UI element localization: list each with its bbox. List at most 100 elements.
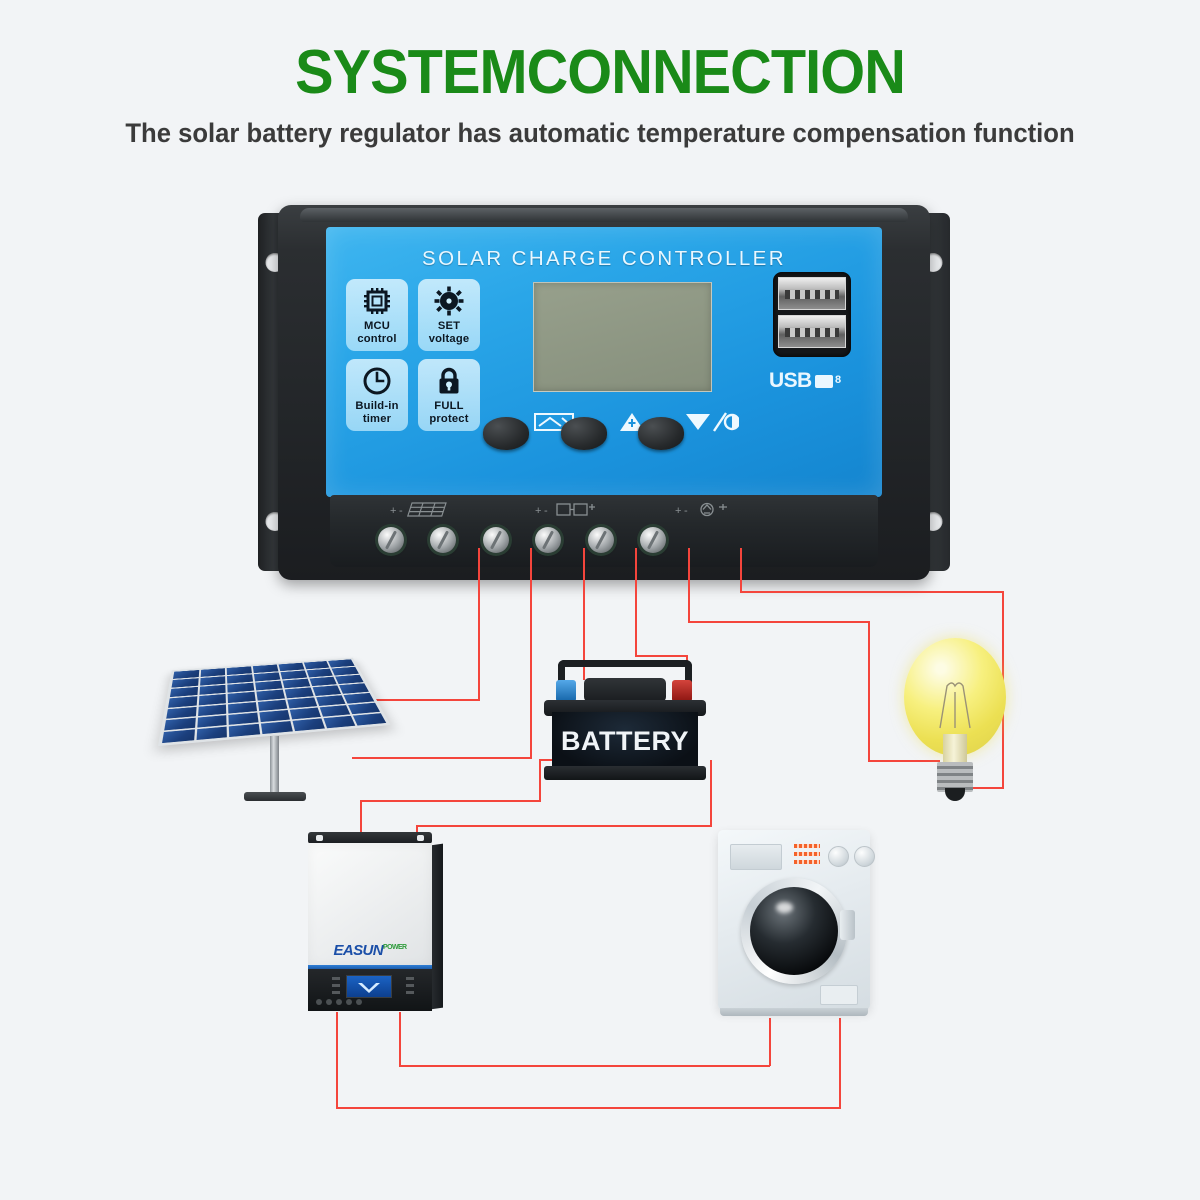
solar-panel-base xyxy=(244,792,306,801)
light-bulb xyxy=(900,638,1010,803)
battery-case: BATTERY xyxy=(552,712,698,770)
terminal-screw-battery-positive[interactable] xyxy=(483,527,509,553)
wire-inverter-to-washer-1 xyxy=(399,1065,770,1067)
wire-inverter-to-washer-1 xyxy=(769,1018,771,1066)
washer-indicator-leds xyxy=(794,844,820,868)
wire-inverter-to-washer-2 xyxy=(336,1012,338,1108)
washing-machine xyxy=(718,830,875,1020)
washer-door-handle[interactable] xyxy=(840,910,855,940)
usb-port-lower[interactable] xyxy=(778,315,846,348)
terminal-screw-solar-positive[interactable] xyxy=(378,527,404,553)
usb-symbol-icon xyxy=(814,374,841,388)
wire-inverter-to-washer-2 xyxy=(839,1018,841,1108)
wire-solar-positive xyxy=(478,548,480,700)
washer-temperature-dial[interactable] xyxy=(854,846,875,867)
wire-battery-2 xyxy=(635,655,687,657)
bulb-screw-base xyxy=(937,762,973,792)
wire-battery-2 xyxy=(635,548,637,656)
controller-top-bevel xyxy=(300,208,908,222)
solar-panel-array xyxy=(157,657,391,747)
terminal-screw-battery-negative[interactable] xyxy=(535,527,561,553)
inverter: EASUNPOWER xyxy=(308,832,443,1022)
terminal-screw-load-negative[interactable] xyxy=(640,527,666,553)
inverter-control-panel xyxy=(308,969,432,1011)
clock-icon xyxy=(362,364,392,398)
usb-label: USB xyxy=(769,369,859,393)
svg-text:-: - xyxy=(544,505,548,517)
wire-battery-to-inverter-1 xyxy=(539,759,553,761)
wire-battery-1 xyxy=(583,548,585,680)
controller-brand-text: SOLAR CHARGE CONTROLLER xyxy=(422,247,786,270)
wire-inverter-to-washer-2 xyxy=(336,1107,841,1109)
svg-text:+: + xyxy=(535,505,541,517)
svg-text:-: - xyxy=(399,505,403,517)
battery-positive-terminal xyxy=(672,680,692,702)
svg-text:+: + xyxy=(390,505,396,517)
down-triangle-light-icon xyxy=(681,411,743,433)
controller-front-panel: SOLAR CHARGE CONTROLLER xyxy=(326,227,882,497)
controller-body: SOLAR CHARGE CONTROLLER xyxy=(278,205,930,580)
solar-panel xyxy=(157,640,391,815)
bulb-contact-tip xyxy=(945,788,965,801)
bulb-filament-icon xyxy=(926,678,984,730)
load-terminal-icon: + - xyxy=(675,501,745,519)
wire-solar-positive xyxy=(352,699,480,701)
svg-text:-: - xyxy=(684,505,688,517)
svg-text:+: + xyxy=(675,505,681,517)
wire-load-positive xyxy=(868,760,940,762)
inverter-lcd-display xyxy=(346,975,392,998)
wire-load-negative xyxy=(740,591,1004,593)
wire-battery-to-inverter-1 xyxy=(360,800,540,802)
inverter-keypad[interactable] xyxy=(316,999,362,1005)
solar-charge-controller: SOLAR CHARGE CONTROLLER xyxy=(258,205,950,580)
terminal-screw-load-positive[interactable] xyxy=(588,527,614,553)
wire-load-negative xyxy=(740,548,742,592)
down-button[interactable] xyxy=(638,417,684,450)
chip-icon xyxy=(362,284,392,318)
terminal-block: + - + - xyxy=(330,495,878,567)
inverter-accent-stripe xyxy=(308,965,432,971)
washer-filter-hatch[interactable] xyxy=(820,985,858,1005)
gear-icon xyxy=(434,284,464,318)
solar-panel-pole xyxy=(270,736,279,796)
up-button[interactable] xyxy=(561,417,607,450)
washer-door-glass[interactable] xyxy=(750,887,838,975)
lcd-display xyxy=(533,282,712,392)
battery: BATTERY xyxy=(540,660,710,785)
wire-load-positive xyxy=(868,621,870,761)
washer-program-dial[interactable] xyxy=(828,846,849,867)
solar-panel-terminal-icon: + - xyxy=(390,501,462,519)
bulb-neck xyxy=(943,734,967,766)
usb-text: USB xyxy=(769,369,812,392)
wire-load-negative xyxy=(944,787,1004,789)
terminal-screw-solar-negative[interactable] xyxy=(430,527,456,553)
menu-button[interactable] xyxy=(483,417,529,450)
inverter-top-bracket xyxy=(308,832,432,844)
wire-battery-to-inverter-2 xyxy=(416,825,712,827)
battery-cap xyxy=(584,678,666,702)
usb-port-upper[interactable] xyxy=(778,277,846,310)
wire-battery-to-inverter-1 xyxy=(539,760,541,802)
page-subtitle: The solar battery regulator has automati… xyxy=(125,118,1075,148)
battery-handle xyxy=(558,660,692,686)
wire-battery-to-inverter-1 xyxy=(360,800,362,836)
washer-base xyxy=(720,1008,868,1016)
battery-terminal-icon: + - xyxy=(535,501,605,519)
page-title: SYSTEMCONNECTION xyxy=(295,38,906,107)
wire-inverter-to-washer-1 xyxy=(399,1012,401,1066)
inverter-buttons-right[interactable] xyxy=(406,977,414,994)
up-triangle-icon xyxy=(604,411,660,433)
battery-negative-terminal xyxy=(556,680,576,702)
wire-battery-to-inverter-2 xyxy=(710,760,712,826)
usb-ports[interactable] xyxy=(773,272,851,357)
washer-detergent-drawer[interactable] xyxy=(730,844,782,870)
wire-battery-to-inverter-2 xyxy=(416,825,418,837)
inverter-brand-logo: EASUNPOWER xyxy=(333,942,408,959)
